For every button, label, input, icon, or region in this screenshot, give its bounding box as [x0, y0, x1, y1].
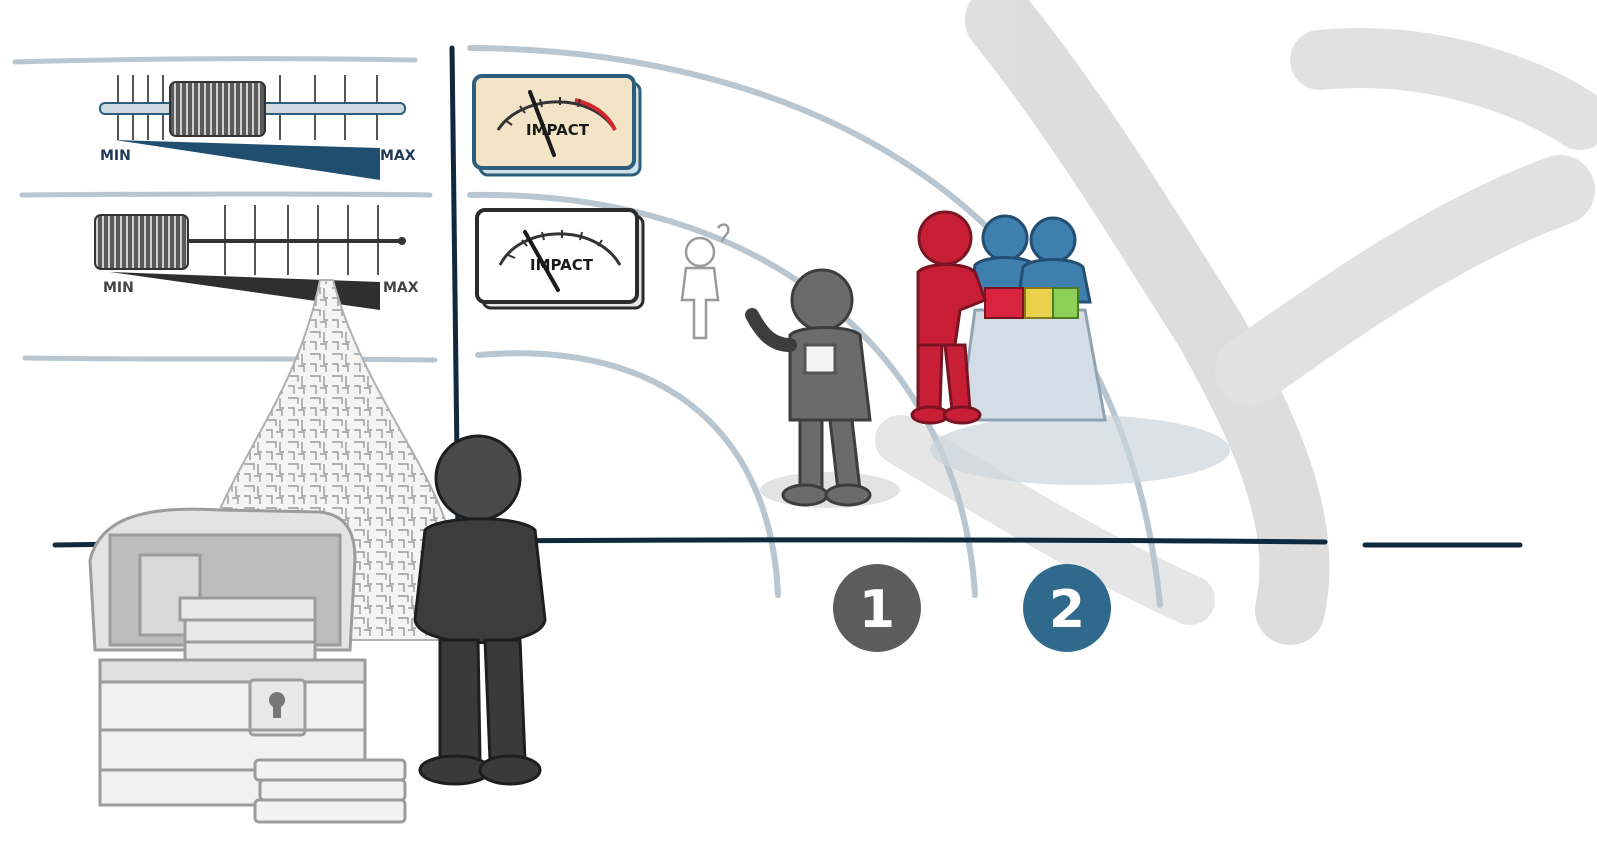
impact-meter-1: IMPACT — [474, 76, 640, 175]
step-number: 2 — [1049, 580, 1085, 640]
observer-figure — [415, 436, 545, 784]
slider-min-label: MIN — [103, 280, 134, 296]
confused-figure — [682, 225, 728, 338]
step-badge-1: 1 — [833, 564, 921, 652]
step-badge-2: 2 — [1023, 564, 1111, 652]
slider-max-label: MAX — [383, 280, 419, 296]
green-block — [1053, 288, 1078, 318]
yellow-block — [1025, 288, 1053, 318]
slider-knob[interactable] — [95, 215, 188, 269]
red-block — [985, 288, 1023, 318]
slider-endpoint — [398, 237, 406, 245]
slider-control-1[interactable]: MIN MAX — [100, 75, 416, 180]
slider-max-label: MAX — [380, 148, 416, 164]
impact-meter-label: IMPACT — [526, 121, 590, 139]
book-stack — [255, 760, 405, 822]
slider-min-label: MIN — [100, 148, 131, 164]
slider-ramp — [115, 140, 380, 180]
step-number: 1 — [859, 580, 895, 640]
workbench — [960, 310, 1105, 420]
presenter-figure — [752, 270, 900, 508]
impact-meter-2: IMPACT — [477, 210, 643, 308]
slider-knob[interactable] — [170, 82, 265, 136]
slider-control-2[interactable]: MIN MAX — [95, 205, 419, 310]
